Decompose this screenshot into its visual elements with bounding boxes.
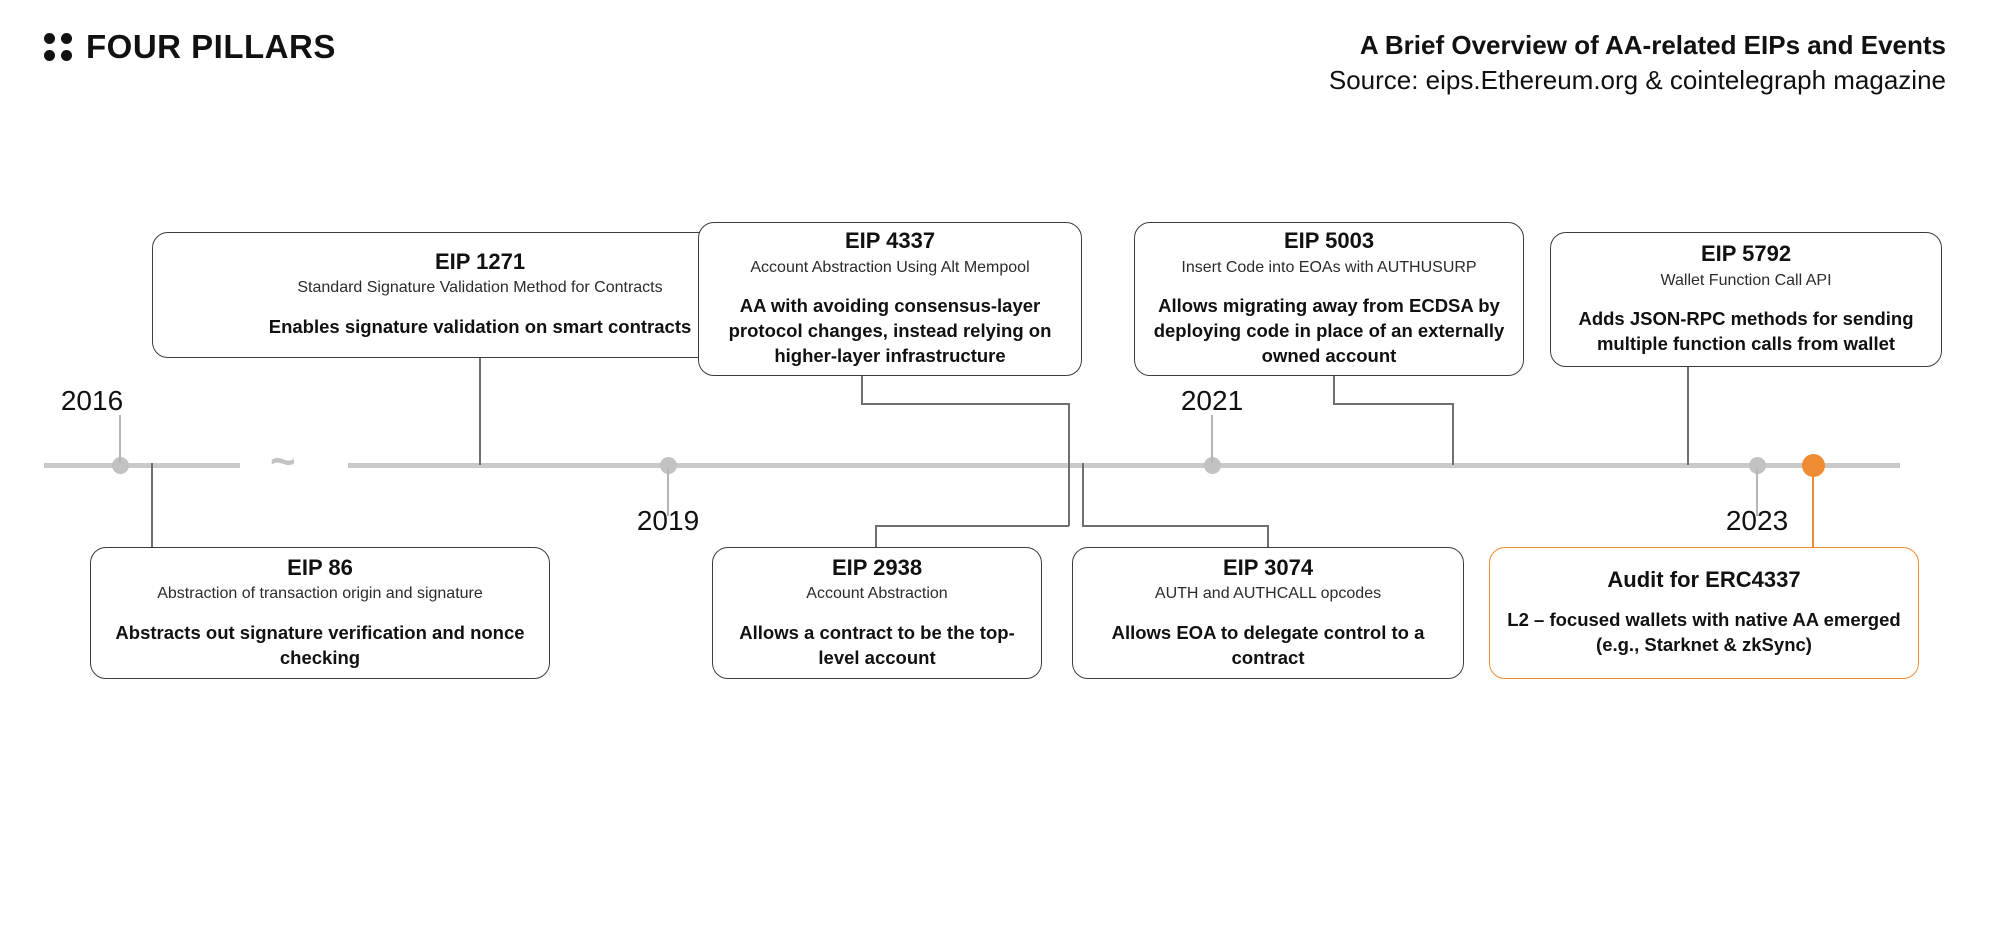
- timeline-break-symbol: ~: [270, 437, 296, 486]
- year-marker-2023[interactable]: [1748, 457, 1766, 474]
- year-label-2021: 2021: [1180, 385, 1244, 416]
- connector-eip5792: [1687, 367, 1689, 465]
- card-description: Abstracts out signature verification and…: [115, 621, 525, 668]
- card-title: EIP 86: [287, 554, 353, 580]
- card-description: Adds JSON-RPC methods for sending multip…: [1578, 308, 1914, 355]
- brand-name: FOUR PILLARS: [86, 28, 336, 65]
- year-tick-2016: [119, 415, 121, 463]
- card-description: Allows migrating away from ECDSA by depl…: [1153, 295, 1505, 367]
- source-caption: Source: eips.Ethereum.org & cointelegrap…: [1328, 65, 1946, 96]
- connector-eip4337-drop: [1068, 403, 1070, 465]
- year-tick-2021: [1211, 415, 1213, 463]
- card-title: EIP 2938: [831, 554, 923, 580]
- card-subtitle: Abstraction of transaction origin and si…: [157, 585, 483, 603]
- year-marker-2021[interactable]: [1203, 457, 1221, 474]
- page-header: FOUR PILLARS A Brief Overview of AA-rela…: [0, 0, 1992, 140]
- year-tick-2023: [1756, 468, 1758, 516]
- card-subtitle: Insert Code into EOAs with AUTHUSURP: [1181, 258, 1477, 276]
- year-marker-2016[interactable]: [111, 457, 129, 474]
- card-subtitle: AUTH and AUTHCALL opcodes: [1154, 585, 1382, 603]
- card-eip-4337[interactable]: EIP 4337 Account Abstraction Using Alt M…: [698, 222, 1082, 376]
- connector-eip5003-drop: [1452, 403, 1454, 465]
- connector-eip4337-jog: [861, 403, 1069, 405]
- card-audit-erc4337[interactable]: Audit for ERC4337 L2 – focused wallets w…: [1489, 547, 1919, 679]
- timeline-axis-right-segment: [348, 463, 1900, 468]
- connector-eip1271: [479, 358, 481, 465]
- card-title: EIP 4337: [844, 228, 936, 254]
- card-subtitle: Account Abstraction Using Alt Mempool: [750, 258, 1030, 276]
- card-description: Enables signature validation on smart co…: [268, 316, 692, 338]
- year-label-2016: 2016: [60, 385, 124, 416]
- connector-split-stub-left: [1068, 463, 1070, 526]
- card-title: EIP 5792: [1700, 241, 1792, 267]
- card-subtitle: Account Abstraction: [806, 585, 948, 603]
- connector-eip5003-jog: [1333, 403, 1453, 405]
- connector-split-stub-right: [1082, 463, 1084, 526]
- page-title: A Brief Overview of AA-related EIPs and …: [1359, 30, 1946, 60]
- brand-logo: FOUR PILLARS: [44, 30, 336, 63]
- connector-eip2938-jog: [875, 525, 1069, 527]
- connector-eip86: [151, 463, 153, 547]
- connector-eip3074-drop: [1267, 525, 1269, 547]
- card-description: L2 – focused wallets with native AA emer…: [1507, 608, 1901, 655]
- connector-eip5003-stub: [1333, 376, 1335, 404]
- event-marker-audit[interactable]: [1801, 454, 1825, 477]
- connector-eip4337-stub: [861, 376, 863, 404]
- card-title: EIP 5003: [1283, 228, 1375, 254]
- card-eip-5792[interactable]: EIP 5792 Wallet Function Call API Adds J…: [1550, 232, 1942, 367]
- card-eip-3074[interactable]: EIP 3074 AUTH and AUTHCALL opcodes Allow…: [1072, 547, 1464, 679]
- year-tick-2019: [667, 468, 669, 516]
- card-eip-5003[interactable]: EIP 5003 Insert Code into EOAs with AUTH…: [1134, 222, 1524, 376]
- year-marker-2019[interactable]: [659, 457, 677, 474]
- header-titles: A Brief Overview of AA-related EIPs and …: [1329, 28, 1946, 98]
- year-label-2019: 2019: [636, 505, 700, 536]
- card-title: EIP 3074: [1222, 554, 1314, 580]
- card-eip-86[interactable]: EIP 86 Abstraction of transaction origin…: [90, 547, 550, 679]
- card-description: Allows EOA to delegate control to a cont…: [1111, 621, 1425, 668]
- card-subtitle: Wallet Function Call API: [1660, 271, 1832, 289]
- card-description: AA with avoiding consensus-layer protoco…: [728, 295, 1052, 367]
- card-description: Allows a contract to be the top-level ac…: [739, 621, 1015, 668]
- card-title: EIP 1271: [434, 248, 526, 274]
- connector-eip2938-drop: [875, 525, 877, 547]
- connector-audit: [1812, 470, 1814, 547]
- card-eip-2938[interactable]: EIP 2938 Account Abstraction Allows a co…: [712, 547, 1042, 679]
- card-title: Audit for ERC4337: [1607, 567, 1801, 593]
- year-label-2023: 2023: [1725, 505, 1789, 536]
- connector-eip3074-jog: [1082, 525, 1269, 527]
- four-dots-icon: [44, 32, 72, 61]
- timeline-axis-left-segment: [44, 463, 240, 468]
- card-subtitle: Standard Signature Validation Method for…: [297, 279, 663, 297]
